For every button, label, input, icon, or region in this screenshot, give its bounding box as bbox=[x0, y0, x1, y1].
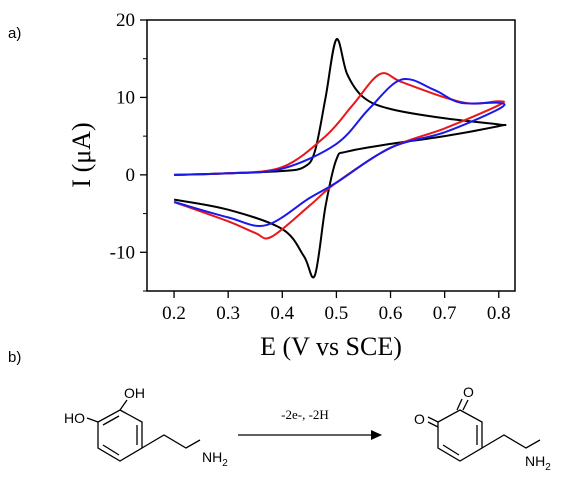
reactant-ring bbox=[97, 409, 143, 462]
panel-label-a: a) bbox=[8, 25, 21, 42]
tick-labels: 0.2 0.3 0.4 0.5 0.6 0.7 0.8 -10 0 10 20 bbox=[110, 10, 511, 324]
carbonyl-2-b bbox=[427, 421, 439, 428]
x-axis-title: E (V vs SCE) bbox=[260, 332, 402, 361]
y-axis-title: I (μA) bbox=[67, 122, 96, 187]
y-tick-label-0: -10 bbox=[110, 242, 135, 263]
cv-series-2 bbox=[173, 77, 506, 227]
x-tick-label-4: 0.6 bbox=[379, 303, 403, 324]
y-tick-label-3: 20 bbox=[116, 10, 135, 31]
x-tick-label-0: 0.2 bbox=[162, 303, 186, 324]
plot-frame bbox=[146, 19, 516, 292]
product-amine-label: NH2 bbox=[525, 453, 551, 473]
x-tick-label-5: 0.7 bbox=[433, 303, 457, 324]
reaction-scheme: OH HO NH2 -2e-, -2H O O NH2 bbox=[64, 384, 551, 473]
reactant-ho-label: HO bbox=[64, 410, 85, 426]
carbonyl-1-b bbox=[462, 399, 469, 411]
panel-label-b: b) bbox=[8, 349, 21, 366]
product-ring bbox=[437, 409, 483, 462]
x-tick-label-6: 0.8 bbox=[487, 303, 511, 324]
reactant-double-bond-3 bbox=[102, 444, 120, 456]
bond-oh2 bbox=[86, 417, 99, 423]
reaction-arrow bbox=[238, 430, 382, 440]
cv-series-1 bbox=[173, 72, 505, 240]
x-tick-label-1: 0.3 bbox=[216, 303, 240, 324]
arrow-label: -2e-, -2H bbox=[281, 407, 329, 422]
y-tick-label-2: 10 bbox=[116, 87, 135, 108]
cv-series-0 bbox=[173, 38, 507, 279]
carbonyl-1-a bbox=[456, 398, 463, 411]
ethylamine-chain bbox=[141, 434, 201, 449]
reactant-amine-label: NH2 bbox=[202, 449, 228, 469]
y-tick-label-1: 0 bbox=[126, 165, 136, 186]
x-tick-label-3: 0.5 bbox=[325, 303, 349, 324]
quinone-structure bbox=[427, 398, 541, 462]
axis-ticks bbox=[140, 19, 500, 298]
cv-chart: 0.2 0.3 0.4 0.5 0.6 0.7 0.8 -10 0 10 20 E (V vs SC… bbox=[67, 10, 516, 361]
product-o2-label: O bbox=[414, 411, 425, 427]
bond-oh1 bbox=[119, 399, 128, 411]
dopamine-structure bbox=[86, 399, 201, 462]
reactant-double-bond-2 bbox=[102, 415, 120, 426]
reactant-oh-label: OH bbox=[124, 385, 145, 401]
series-group bbox=[173, 38, 507, 279]
carbonyl-2-a bbox=[427, 416, 439, 423]
product-double-bond-2 bbox=[442, 444, 460, 456]
product-o1-label: O bbox=[463, 384, 474, 400]
product-ethylamine-chain bbox=[481, 434, 541, 449]
x-tick-label-2: 0.4 bbox=[270, 303, 294, 324]
